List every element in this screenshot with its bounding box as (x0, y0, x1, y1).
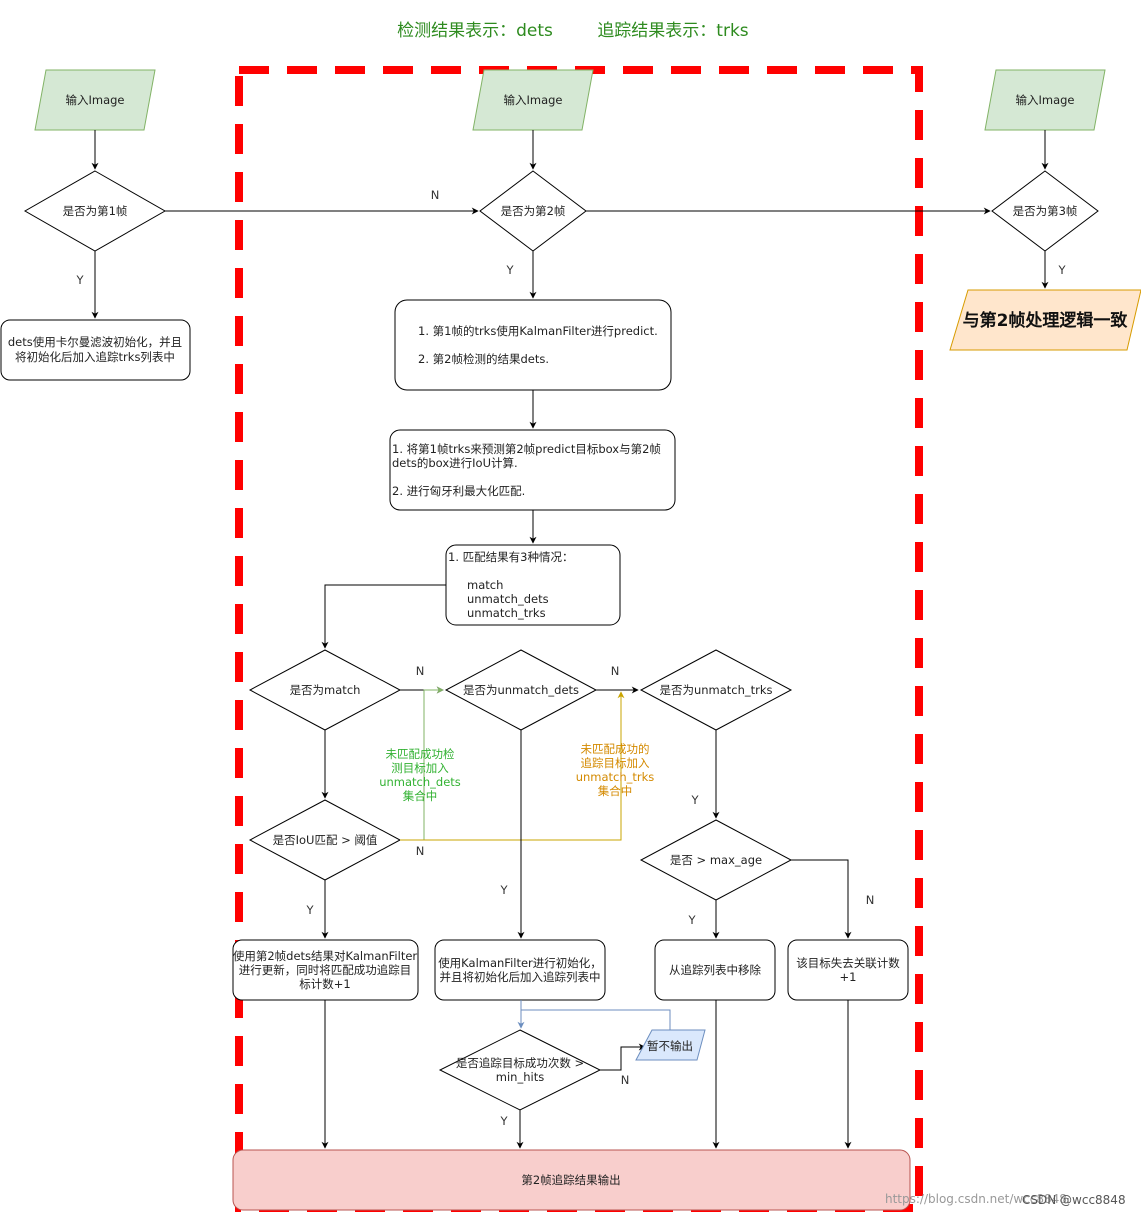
input-image-2 (472, 69, 594, 131)
lost-count-line1: 该目标失去关联计数 (796, 956, 900, 970)
edge-label-y-min-hits: Y (499, 1114, 508, 1128)
init-kf-line1: 使用KalmanFilter进行初始化， (438, 956, 602, 970)
edge-label-y-max-age: Y (687, 913, 696, 927)
predict-box-line2: 2. 第2帧检测的结果dets. (418, 352, 549, 366)
lost-count-line2: +1 (840, 970, 857, 984)
edge-label-n-max-age: N (866, 893, 875, 907)
decision-iou-threshold-label: 是否IoU匹配 > 阈值 (273, 833, 378, 847)
frame2-boundary (235, 66, 923, 1212)
update-kf-line3: 标计数+1 (299, 977, 350, 991)
init-kf-line2: 并且将初始化后加入追踪列表中 (440, 970, 601, 984)
note-unmatch-dets-2: 测目标加入 (391, 761, 449, 775)
iou-box-line3: 2. 进行匈牙利最大化匹配. (392, 484, 525, 498)
edge-no-output-loop (521, 1009, 671, 1030)
same-as-frame2-label: 与第2帧处理逻辑一致 (963, 310, 1129, 331)
iou-box-line2: dets的box进行IoU计算. (392, 456, 518, 470)
predict-box (394, 299, 672, 391)
decision-is-frame1-label: 是否为第1帧 (63, 204, 128, 218)
edge-min-hits-no (600, 1043, 646, 1071)
note-unmatch-dets-4: 集合中 (403, 789, 438, 803)
note-unmatch-trks-1: 未匹配成功的 (581, 742, 650, 756)
match-results-line2: match (467, 578, 503, 592)
no-output-label: 暂不输出 (647, 1039, 693, 1053)
decision-min-hits-line1: 是否追踪目标成功次数 > (456, 1056, 584, 1070)
header-dets-label: 检测结果表示：dets (397, 21, 553, 41)
match-results-line3: unmatch_dets (467, 592, 549, 606)
final-output-box (232, 1149, 911, 1211)
match-results-line4: unmatch_trks (467, 606, 546, 620)
no-output-node (635, 1029, 706, 1061)
edge-iou-no-to-unmatch-trks (400, 691, 625, 841)
note-unmatch-trks-3: unmatch_trks (576, 770, 655, 784)
edge-label-n-iou: N (416, 844, 425, 858)
edge-label-y-iou: Y (305, 903, 314, 917)
init-dets-line2: 将初始化后加入追踪trks列表中 (15, 350, 175, 364)
match-results-line1: 1. 匹配结果有3种情况： (448, 550, 573, 564)
remove-track-label: 从追踪列表中移除 (669, 963, 761, 977)
init-dets-line1: dets使用卡尔曼滤波初始化，并且 (8, 335, 182, 349)
edge-label-n-match: N (416, 664, 425, 678)
note-unmatch-dets-3: unmatch_dets (379, 775, 461, 789)
edge-max-age-no (791, 859, 852, 939)
decision-min-hits-line2: min_hits (496, 1070, 544, 1084)
input-image-3-label: 输入Image (1015, 93, 1074, 107)
remove-track-box (654, 939, 776, 1001)
same-as-frame2-node (949, 289, 1141, 351)
edge-label-y-frame3: Y (1057, 263, 1066, 277)
decision-is-frame2-label: 是否为第2帧 (501, 204, 566, 218)
input-image-3 (984, 69, 1106, 131)
edge-label-y-unmatch-trks: Y (690, 793, 699, 807)
init-dets-box (0, 319, 191, 381)
input-image-1 (34, 69, 156, 131)
edge-label-n-min-hits: N (621, 1073, 630, 1087)
note-unmatch-dets-1: 未匹配成功检 (386, 747, 455, 761)
note-unmatch-trks-2: 追踪目标加入 (581, 756, 650, 770)
decision-max-age-label: 是否 > max_age (670, 853, 762, 867)
watermark-credit: CSDN @wcc8848 (1022, 1193, 1126, 1207)
final-output-label: 第2帧追踪结果输出 (521, 1173, 620, 1187)
update-kf-line1: 使用第2帧dets结果对KalmanFilter (233, 949, 418, 963)
decision-is-match-label: 是否为match (290, 683, 361, 697)
watermark-url: https://blog.csdn.net/wcc8848 (885, 1192, 1067, 1206)
predict-box-line1: 1. 第1帧的trks使用KalmanFilter进行predict. (418, 324, 658, 338)
note-unmatch-trks-4: 集合中 (598, 784, 633, 798)
iou-box-line1: 1. 将第1帧trks来预测第2帧predict目标box与第2帧 (392, 442, 661, 456)
decision-is-unmatch-dets-label: 是否为unmatch_dets (463, 683, 579, 697)
init-kf-box (434, 939, 606, 1001)
edge-label-y-frame1: Y (75, 273, 84, 287)
input-image-2-label: 输入Image (503, 93, 562, 107)
edge-match-to-is-match (321, 584, 446, 649)
edge-label-y-frame2: Y (505, 263, 514, 277)
decision-is-frame3-label: 是否为第3帧 (1013, 204, 1078, 218)
edge-label-n-unmatch-dets: N (611, 664, 620, 678)
header-trks-label: 追踪结果表示：trks (597, 21, 748, 41)
edge-label-n-frame1: N (431, 188, 440, 202)
update-kf-line2: 进行更新，同时将匹配成功追踪目 (239, 963, 412, 977)
input-image-1-label: 输入Image (65, 93, 124, 107)
decision-is-unmatch-trks-label: 是否为unmatch_trks (659, 683, 772, 697)
edge-label-y-unmatch-dets: Y (499, 883, 508, 897)
